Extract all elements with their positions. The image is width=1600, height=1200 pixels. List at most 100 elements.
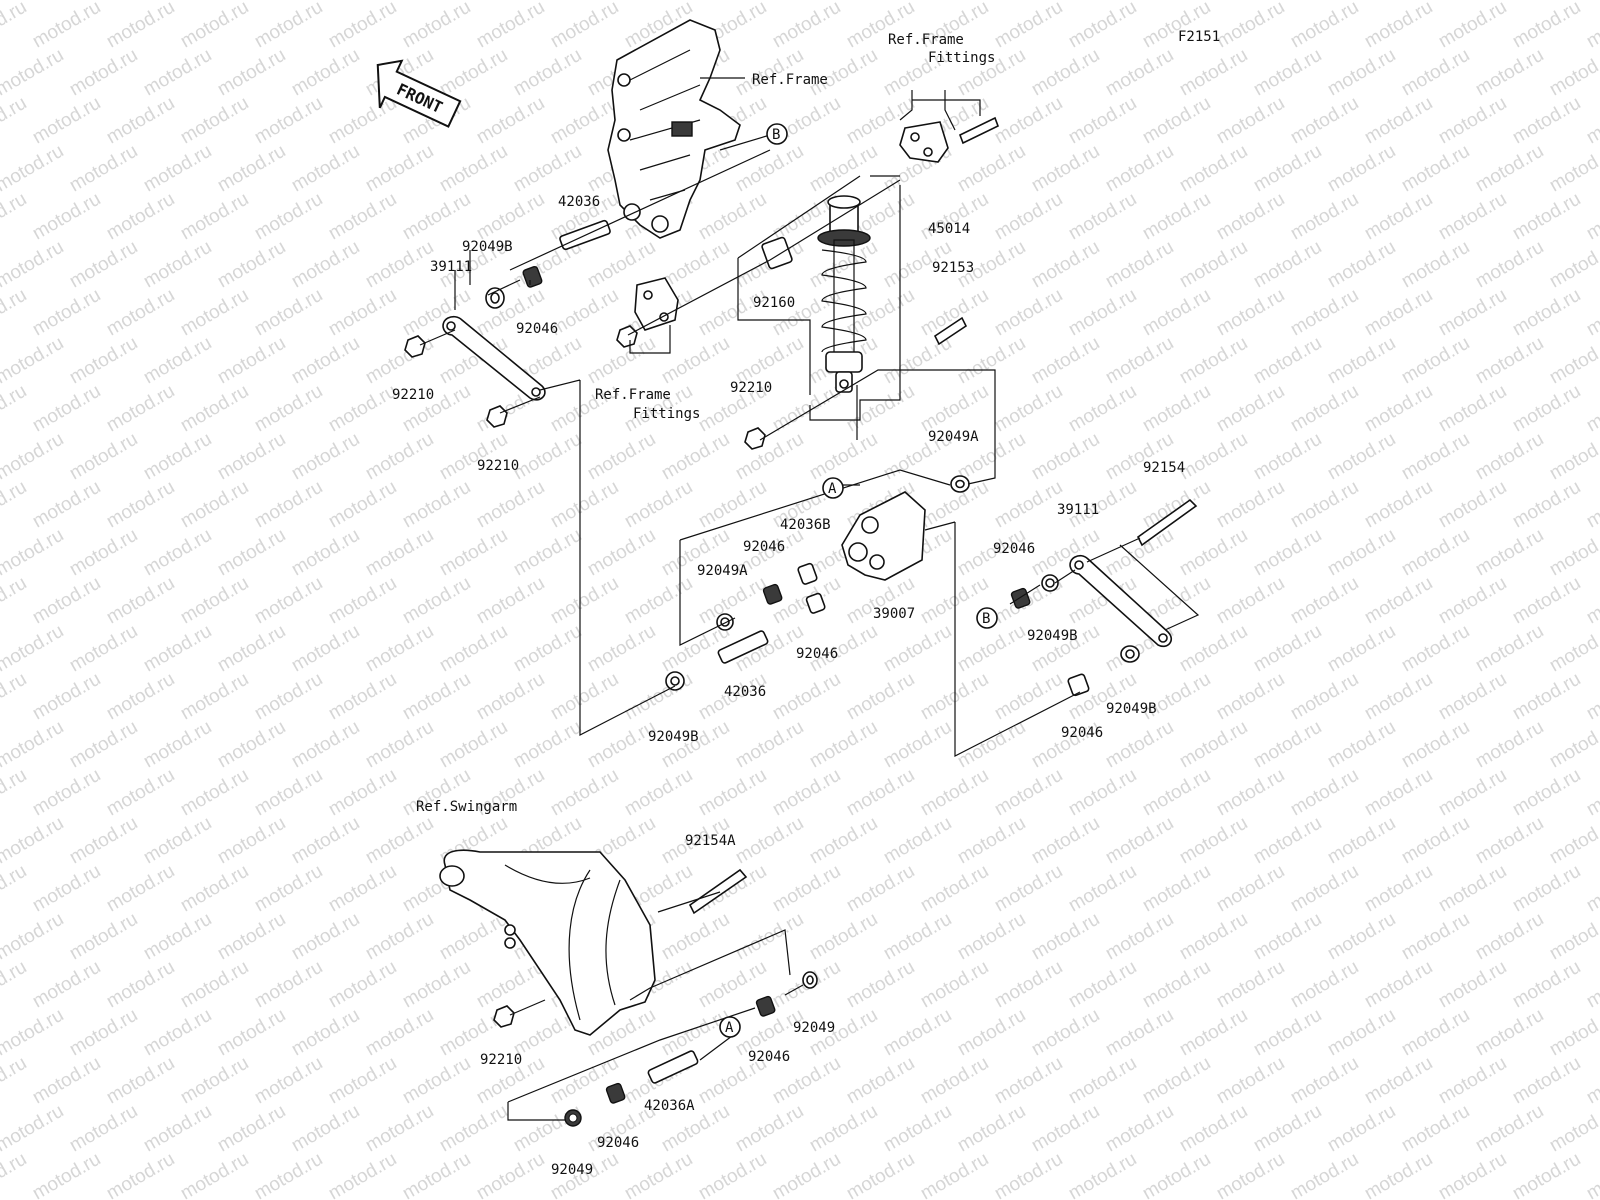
watermark-text: motod.ru bbox=[658, 429, 733, 485]
watermark-text: motod.ru bbox=[547, 0, 622, 52]
watermark-text: motod.ru bbox=[103, 861, 178, 917]
watermark-text: motod.ru bbox=[1102, 1101, 1177, 1157]
watermark-text: motod.ru bbox=[991, 477, 1066, 533]
watermark-text: motod.ru bbox=[1287, 1149, 1362, 1200]
watermark-text: motod.ru bbox=[0, 669, 30, 725]
watermark-text: motod.ru bbox=[1028, 0, 1103, 4]
watermark-text: motod.ru bbox=[991, 765, 1066, 821]
bushing-92046-low bbox=[755, 995, 776, 1017]
watermark-text: motod.ru bbox=[1472, 45, 1547, 101]
watermark-text: motod.ru bbox=[1287, 765, 1362, 821]
watermark-text: motod.ru bbox=[917, 1149, 992, 1200]
watermark-text: motod.ru bbox=[103, 93, 178, 149]
watermark-text: motod.ru bbox=[1546, 141, 1600, 197]
watermark-text: motod.ru bbox=[362, 621, 437, 677]
watermark-text: motod.ru bbox=[1509, 189, 1584, 245]
watermark-text: motod.ru bbox=[0, 717, 67, 773]
watermark-text: motod.ru bbox=[473, 477, 548, 533]
watermark-text: motod.ru bbox=[140, 717, 215, 773]
watermark-text: motod.ru bbox=[1028, 909, 1103, 965]
watermark-text: motod.ru bbox=[436, 621, 511, 677]
watermark-text: motod.ru bbox=[1287, 285, 1362, 341]
watermark-text: motod.ru bbox=[1139, 1149, 1214, 1200]
watermark-text: motod.ru bbox=[1287, 957, 1362, 1013]
watermark-text: motod.ru bbox=[0, 813, 67, 869]
watermark-text: motod.ru bbox=[436, 429, 511, 485]
watermark-text: motod.ru bbox=[1509, 93, 1584, 149]
watermark-text: motod.ru bbox=[29, 669, 104, 725]
watermark-text: motod.ru bbox=[991, 1053, 1066, 1109]
watermark-text: motod.ru bbox=[547, 477, 622, 533]
watermark-text: motod.ru bbox=[288, 0, 363, 4]
watermark-text: motod.ru bbox=[1065, 93, 1140, 149]
watermark-text: motod.ru bbox=[66, 141, 141, 197]
watermark-text: motod.ru bbox=[362, 813, 437, 869]
part-92046-low: 92046 bbox=[748, 1049, 790, 1065]
part-92049A-right: 92049A bbox=[928, 429, 979, 445]
bolt-92154 bbox=[1136, 498, 1198, 547]
watermark-text: motod.ru bbox=[1472, 813, 1547, 869]
watermark-text: motod.ru bbox=[362, 1005, 437, 1061]
watermark-text: motod.ru bbox=[214, 237, 289, 293]
frame-fitting-left bbox=[634, 277, 679, 331]
watermark-text: motod.ru bbox=[1546, 1005, 1600, 1061]
watermark-text: motod.ru bbox=[1435, 1149, 1510, 1200]
watermark-text: motod.ru bbox=[880, 621, 955, 677]
watermark-text: motod.ru bbox=[843, 861, 918, 917]
watermark-text: motod.ru bbox=[103, 1053, 178, 1109]
watermark-text: motod.ru bbox=[0, 285, 30, 341]
watermark-text: motod.ru bbox=[1213, 1149, 1288, 1200]
watermark-text: motod.ru bbox=[1583, 957, 1600, 1013]
watermark-text: motod.ru bbox=[29, 957, 104, 1013]
watermark-text: motod.ru bbox=[399, 477, 474, 533]
watermark-text: motod.ru bbox=[991, 189, 1066, 245]
watermark-text: motod.ru bbox=[1176, 429, 1251, 485]
watermark-text: motod.ru bbox=[362, 333, 437, 389]
watermark-text: motod.ru bbox=[769, 765, 844, 821]
watermark-text: motod.ru bbox=[140, 45, 215, 101]
collar-42036-mid bbox=[717, 630, 769, 664]
watermark-text: motod.ru bbox=[1102, 717, 1177, 773]
watermark-text: motod.ru bbox=[103, 477, 178, 533]
watermark-text: motod.ru bbox=[1250, 141, 1325, 197]
watermark-text: motod.ru bbox=[1065, 1053, 1140, 1109]
watermark-text: motod.ru bbox=[806, 141, 881, 197]
watermark-text: motod.ru bbox=[1139, 285, 1214, 341]
watermark-text: motod.ru bbox=[658, 0, 733, 4]
bushing-92046-mid2 bbox=[805, 592, 826, 614]
watermark-text: motod.ru bbox=[214, 813, 289, 869]
watermark-text: motod.ru bbox=[769, 285, 844, 341]
watermark-text: motod.ru bbox=[880, 717, 955, 773]
watermark-text: motod.ru bbox=[325, 573, 400, 629]
watermark-text: motod.ru bbox=[362, 141, 437, 197]
part-92210-c: 92210 bbox=[730, 380, 772, 396]
watermark-text: motod.ru bbox=[325, 0, 400, 52]
watermark-text: motod.ru bbox=[0, 477, 30, 533]
watermark-text: motod.ru bbox=[29, 0, 104, 52]
watermark-text: motod.ru bbox=[1509, 861, 1584, 917]
watermark-text: motod.ru bbox=[1213, 1053, 1288, 1109]
part-92210-a: 92210 bbox=[392, 387, 434, 403]
watermark-text: motod.ru bbox=[1398, 429, 1473, 485]
bolt-top bbox=[958, 116, 1000, 145]
watermark-text: motod.ru bbox=[66, 429, 141, 485]
part-92049B-left: 92049B bbox=[462, 239, 513, 255]
watermark-text: motod.ru bbox=[1028, 813, 1103, 869]
watermark-text: motod.ru bbox=[1361, 1149, 1436, 1200]
watermark-text: motod.ru bbox=[1398, 45, 1473, 101]
watermark-text: motod.ru bbox=[0, 1053, 30, 1109]
watermark-text: motod.ru bbox=[1287, 669, 1362, 725]
watermark-text: motod.ru bbox=[66, 237, 141, 293]
watermark-text: motod.ru bbox=[806, 0, 881, 4]
watermark-text: motod.ru bbox=[1546, 909, 1600, 965]
watermark-text: motod.ru bbox=[29, 285, 104, 341]
watermark-text: motod.ru bbox=[1065, 861, 1140, 917]
watermark-text: motod.ru bbox=[214, 1005, 289, 1061]
watermark-text: motod.ru bbox=[1398, 525, 1473, 581]
watermark-text: motod.ru bbox=[251, 285, 326, 341]
watermark-text: motod.ru bbox=[991, 285, 1066, 341]
watermark-text: motod.ru bbox=[29, 381, 104, 437]
watermark-text: motod.ru bbox=[917, 765, 992, 821]
part-92046-low2: 92046 bbox=[597, 1135, 639, 1151]
watermark-text: motod.ru bbox=[1472, 621, 1547, 677]
